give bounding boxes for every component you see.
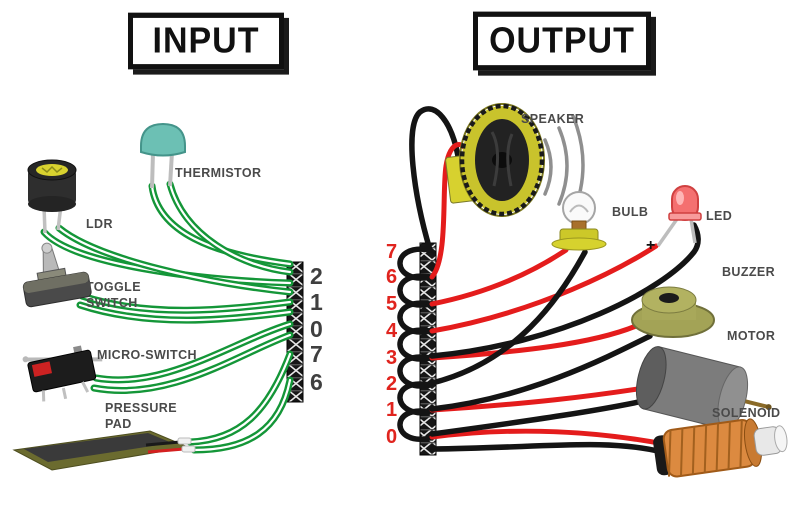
wire-solenoid-red xyxy=(429,428,667,447)
wire-motor-black xyxy=(429,397,651,437)
input-pin-0: 0 xyxy=(310,316,323,342)
bulb xyxy=(551,191,607,251)
buzzer-label: BUZZER xyxy=(722,265,776,279)
wire-thermistor-b xyxy=(166,180,294,276)
wire-motor-red xyxy=(429,385,647,413)
wire-pressurepad-b xyxy=(190,376,294,454)
wire-ldr-a xyxy=(40,228,294,287)
wire-ground-chain xyxy=(397,106,461,442)
micro-switch-label: MICRO-SWITCH xyxy=(97,348,197,362)
wire-led-black xyxy=(429,222,701,359)
motor xyxy=(635,346,772,430)
output-pin-6: 6 xyxy=(386,266,398,288)
pressure-pad-label: PRESSURE PAD xyxy=(105,401,177,431)
input-pin-6: 6 xyxy=(310,369,323,395)
buzzer xyxy=(631,286,715,338)
toggle-switch-label: TOGGLE SWITCH xyxy=(86,280,141,310)
wire-bulb-red xyxy=(429,247,569,307)
led-plus-label: + xyxy=(646,237,656,254)
speaker-label: SPEAKER xyxy=(521,112,585,126)
output-pin-4: 4 xyxy=(386,320,398,342)
solenoid-label: SOLENOID xyxy=(712,406,781,420)
wire-toggle-b xyxy=(76,301,294,324)
wire-microswitch-b xyxy=(90,331,294,395)
led xyxy=(656,185,702,248)
wire-ldr-b xyxy=(55,224,294,296)
wire-buzzer-black xyxy=(429,333,653,412)
thermistor-label: THERMISTOR xyxy=(175,166,262,180)
input-pin-2: 2 xyxy=(310,263,323,289)
toggle-switch xyxy=(22,242,92,308)
wire-led-red xyxy=(429,243,659,334)
output-pin-2: 2 xyxy=(386,373,398,395)
output-pin-1: 1 xyxy=(386,399,398,421)
wire-pressurepad-a xyxy=(186,350,294,446)
wire-bulb-black xyxy=(429,249,588,386)
pressure-pad xyxy=(12,430,196,471)
input-pin-1: 1 xyxy=(310,289,323,315)
ldr xyxy=(27,159,77,234)
thermistor xyxy=(140,122,186,189)
output-pin-3: 3 xyxy=(386,347,398,369)
input-connector-strip xyxy=(286,261,304,403)
speaker xyxy=(445,103,545,217)
led-label: LED xyxy=(706,209,733,223)
wire-microswitch-a xyxy=(92,320,294,384)
wire-solenoid-black xyxy=(429,441,665,455)
output-title: OUTPUT xyxy=(473,11,651,71)
output-pin-0: 0 xyxy=(386,426,398,448)
output-pin-7: 7 xyxy=(386,241,398,263)
wire-toggle-a xyxy=(78,292,294,314)
input-title: INPUT xyxy=(128,12,284,70)
bulb-label: BULB xyxy=(612,205,649,219)
output-pin-5: 5 xyxy=(386,293,398,315)
ldr-label: LDR xyxy=(86,217,113,231)
motor-label: MOTOR xyxy=(727,329,776,343)
micro-switch xyxy=(22,345,103,402)
wire-thermistor-a xyxy=(148,182,294,268)
solenoid xyxy=(653,418,788,478)
input-pin-7: 7 xyxy=(310,341,323,367)
wire-buzzer-red xyxy=(429,323,639,361)
